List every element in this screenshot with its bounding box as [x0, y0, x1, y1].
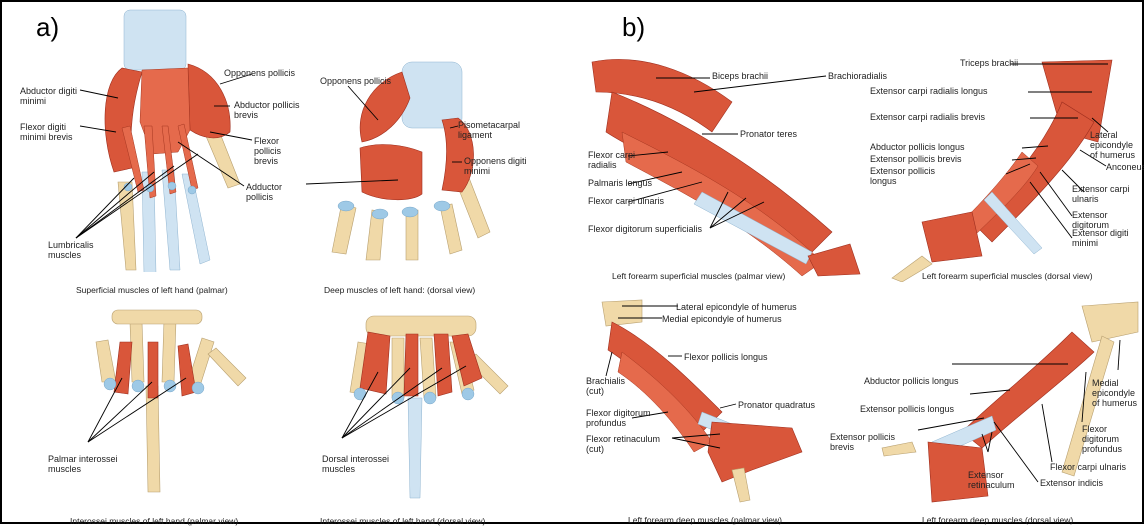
label-lateral-epicondyle-deep: Lateral epicondyle of humerus [676, 302, 797, 312]
label-extensor-pollicis-brevis: Extensor pollicis brevis [870, 154, 962, 164]
label-flexor-pollicis-brevis: Flexor pollicis brevis [254, 136, 302, 166]
caption-palmar-interossei: Interossei muscles of left hand (palmar … [70, 516, 238, 526]
label-abductor-digiti-minimi: Abductor digiti minimi [20, 86, 77, 106]
label-abductor-pollicis-longus: Abductor pollicis longus [870, 142, 965, 152]
label-flexor-carpi-ulnaris: Flexor carpi ulnaris [588, 196, 664, 206]
dorsal-interossei-panel: Dorsal interossei muscles Interossei mus… [302, 302, 572, 526]
label-lateral-epicondyle: Lateral epicondyle of humerus [1090, 130, 1135, 160]
caption-deep-hand: Deep muscles of left hand: (dorsal view) [324, 285, 475, 295]
label-pronator-teres: Pronator teres [740, 129, 797, 139]
label-flexor-pollicis-longus: Flexor pollicis longus [684, 352, 768, 362]
caption-dorsal-interossei: Interossei muscles of left hand (dorsal … [320, 516, 485, 526]
label-flexor-carpi-radialis: Flexor carpi radialis [588, 150, 635, 170]
deep-hand-illustration [302, 2, 572, 272]
forearm-deep-dorsal-panel: Abductor pollicis longus Medial epicondy… [842, 292, 1142, 526]
superficial-hand-panel: Abductor digiti minimi Flexor digiti min… [2, 2, 302, 272]
label-pisometacarpal-ligament: Pisometacarpal ligament [458, 120, 520, 140]
caption-forearm-superficial-palmar: Left forearm superficial muscles (palmar… [612, 271, 785, 281]
label-opponens-digiti-minimi: Opponens digiti minimi [464, 156, 527, 176]
palmar-interossei-panel: Palmar interossei muscles Interossei mus… [2, 302, 302, 526]
label-triceps-brachii: Triceps brachii [960, 58, 1018, 68]
label-flexor-digitorum-superficialis: Flexor digitorum superficialis [588, 224, 702, 234]
label-medial-epicondyle-dorsal: Medial epicondyle of humerus [1092, 378, 1137, 408]
label-biceps-brachii: Biceps brachii [712, 71, 768, 81]
label-opponens-pollicis: Opponens pollicis [224, 68, 295, 78]
label-extensor-carpi-ulnaris: Extensor carpi ulnaris [1072, 184, 1130, 204]
label-extensor-pollicis-longus: Extensor pollicis longus [870, 166, 935, 186]
label-anconeus: Anconeus [1106, 162, 1144, 172]
label-brachialis-cut: Brachialis (cut) [586, 376, 625, 396]
label-extensor-carpi-radialis-longus: Extensor carpi radialis longus [870, 86, 988, 96]
caption-forearm-superficial-dorsal: Left forearm superficial muscles (dorsal… [922, 271, 1093, 281]
label-extensor-digiti-minimi: Extensor digiti minimi [1072, 228, 1129, 248]
caption-superficial-hand: Superficial muscles of left hand (palmar… [76, 285, 228, 295]
forearm-deep-palmar-panel: Lateral epicondyle of humerus Medial epi… [582, 292, 862, 526]
label-dorsal-interossei: Dorsal interossei muscles [322, 454, 389, 474]
label-extensor-retinaculum: Extensor retinaculum [968, 470, 1015, 490]
label-extensor-indicis: Extensor indicis [1040, 478, 1103, 488]
label-opponens-pollicis-deep: Opponens pollicis [320, 76, 391, 86]
label-pronator-quadratus: Pronator quadratus [738, 400, 815, 410]
forearm-superficial-dorsal-panel: Triceps brachii Extensor carpi radialis … [862, 42, 1142, 282]
label-adductor-pollicis: Adductor pollicis [246, 182, 302, 202]
label-extensor-carpi-radialis-brevis: Extensor carpi radialis brevis [870, 112, 985, 122]
label-flexor-carpi-ulnaris-deep: Flexor carpi ulnaris [1050, 462, 1126, 472]
label-abductor-pollicis-longus-deep: Abductor pollicis longus [864, 376, 959, 386]
label-medial-epicondyle-deep: Medial epicondyle of humerus [662, 314, 782, 324]
panel-letter-b: b) [622, 12, 645, 43]
label-extensor-digitorum: Extensor digitorum [1072, 210, 1142, 230]
palmar-interossei-illustration [2, 302, 302, 502]
deep-hand-panel: Opponens pollicis Pisometacarpal ligamen… [302, 2, 572, 302]
label-flexor-digiti-minimi-brevis: Flexor digiti minimi brevis [20, 122, 73, 142]
forearm-deep-palmar-illustration [582, 292, 862, 512]
label-extensor-pollicis-longus-deep: Extensor pollicis longus [860, 404, 954, 414]
forearm-superficial-palmar-panel: Biceps brachii Brachioradialis Pronator … [582, 42, 872, 282]
label-flexor-retinaculum-cut: Flexor retinaculum (cut) [586, 434, 660, 454]
label-palmar-interossei: Palmar interossei muscles [48, 454, 118, 474]
label-palmaris-longus: Palmaris longus [588, 178, 652, 188]
label-extensor-pollicis-brevis-deep: Extensor pollicis brevis [830, 432, 895, 452]
label-abductor-pollicis-brevis: Abductor pollicis brevis [234, 100, 300, 120]
label-flexor-digitorum-profundus-dorsal: Flexor digitorum profundus [1082, 424, 1122, 454]
label-lumbricalis: Lumbricalis muscles [48, 240, 94, 260]
label-flexor-digitorum-profundus: Flexor digitorum profundus [586, 408, 651, 428]
